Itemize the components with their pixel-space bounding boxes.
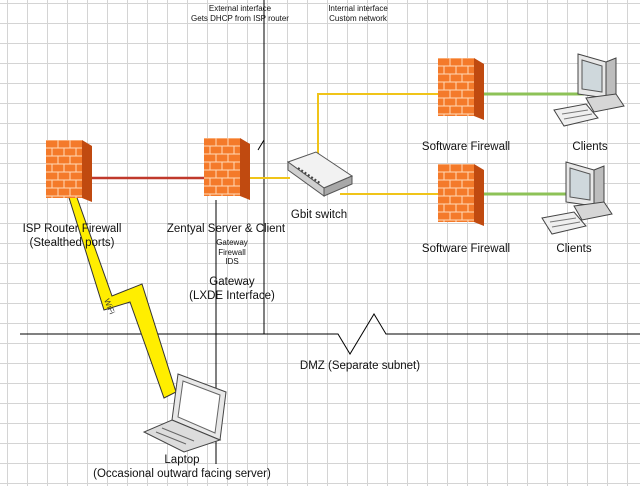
software-firewall-top-label: Software Firewall	[421, 141, 511, 153]
gbit-switch-icon	[286, 151, 354, 197]
isp-router-subtitle: (Stealthed ports)	[29, 237, 115, 250]
software-firewall-top-icon	[438, 58, 484, 120]
gbit-switch-label: Gbit switch	[290, 209, 348, 221]
isp-router-title: ISP Router Firewall	[22, 223, 122, 235]
internal-note-line-1: Internal interface	[328, 4, 388, 13]
wall-side	[474, 164, 484, 226]
dmz-boundary	[20, 313, 640, 355]
software-firewall-bottom-label: Software Firewall	[421, 243, 511, 255]
internal-interface-note: Internal interface Custom network	[328, 4, 388, 23]
wall-side	[474, 58, 484, 120]
clients-top-label: Clients	[572, 141, 608, 153]
internal-note-line-2: Custom network	[329, 13, 387, 23]
isp-router-label: ISP Router Firewall (Stealthed ports)	[23, 222, 122, 251]
lan-link-switch-firewalls	[317, 93, 462, 178]
software-firewall-bottom-icon	[438, 164, 484, 226]
zentyal-role-note: (LXDE Interface)	[189, 290, 275, 303]
external-interface-note: External interface Gets DHCP from ISP ro…	[191, 4, 289, 23]
zentyal-role-2: Firewall	[218, 247, 246, 257]
wall-side	[240, 138, 250, 200]
laptop-label: Laptop (Occasional outward facing server…	[93, 453, 271, 482]
laptop-subtitle: (Occasional outward facing server)	[93, 468, 271, 481]
zentyal-role-main: Gateway	[209, 276, 255, 288]
isp-router-firewall-icon	[46, 140, 92, 202]
laptop-title: Laptop	[164, 454, 200, 466]
dmz-label: DMZ (Separate subnet)	[299, 360, 421, 372]
client-computer-bottom-icon	[541, 161, 613, 235]
external-note-line-2: Gets DHCP from ISP router	[191, 13, 289, 23]
clients-bottom-label: Clients	[556, 243, 592, 255]
wifi-bolt	[65, 176, 177, 399]
internal-note-line	[257, 139, 265, 151]
external-note-line-1: External interface	[208, 4, 272, 13]
zentyal-gateway-label: Gateway (LXDE Interface)	[189, 275, 275, 304]
zentyal-title: Zentyal Server & Client	[166, 223, 286, 235]
laptop-icon	[142, 373, 227, 453]
zentyal-roles: Gateway Firewall IDS	[216, 238, 248, 267]
zentyal-firewall-icon	[204, 138, 250, 200]
zentyal-role-1: Gateway	[216, 238, 248, 247]
zentyal-role-3: IDS	[225, 257, 239, 267]
wall-side	[82, 140, 92, 202]
client-computer-top-icon	[553, 53, 625, 127]
